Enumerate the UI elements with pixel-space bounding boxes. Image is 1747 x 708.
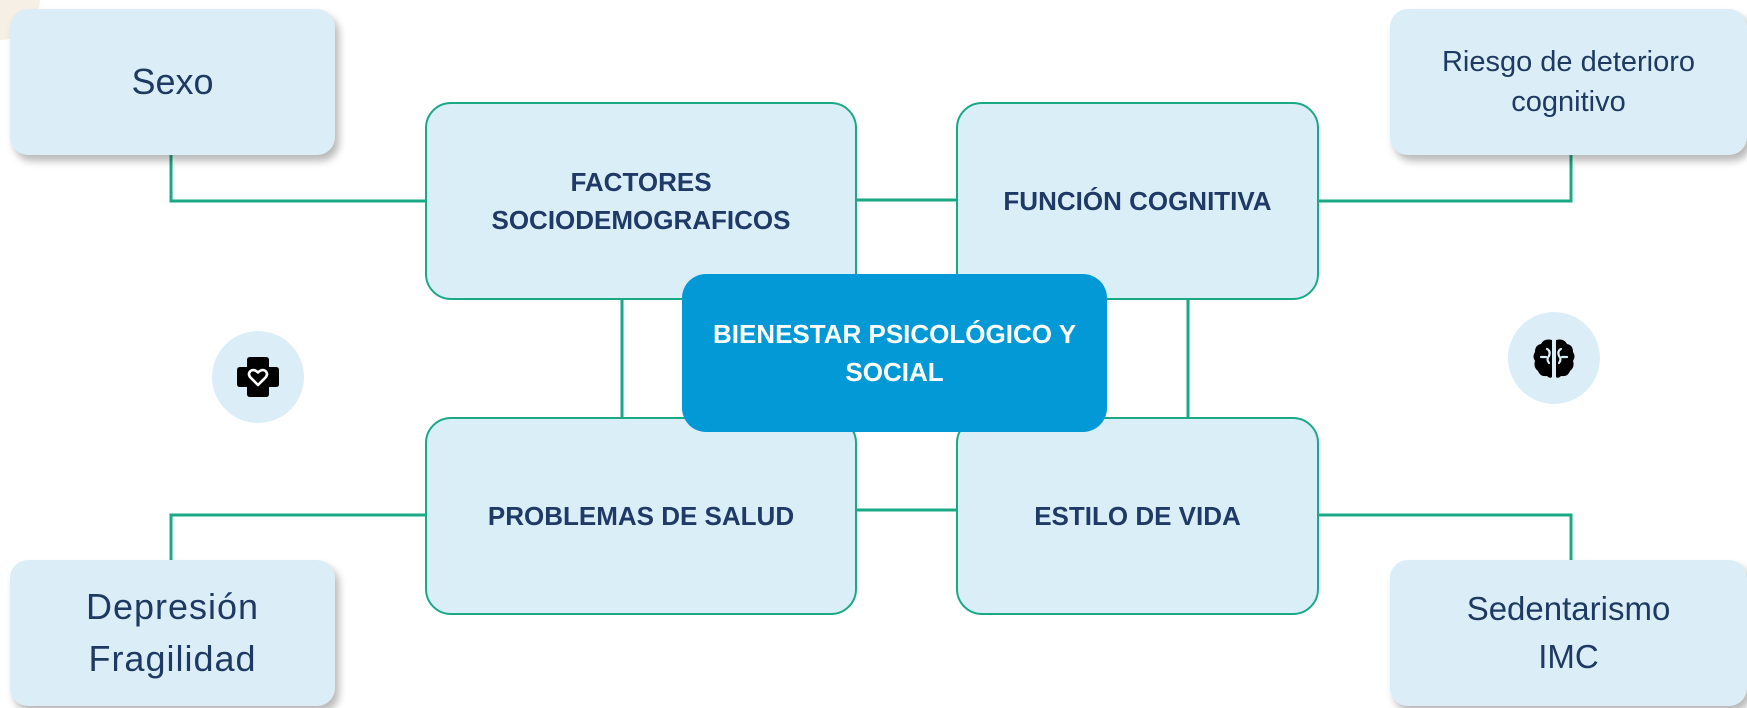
factor-sex-label: Sexo [131, 61, 214, 102]
connector-lifestyle [1319, 513, 1573, 560]
factor-cognitive-risk: Riesgo de deterioro cognitivo [1390, 9, 1747, 155]
medical-icon-badge [212, 331, 304, 423]
brain-icon-badge [1508, 312, 1600, 404]
factor-lifestyle-line1: Sedentarismo [1466, 590, 1671, 627]
category-sociodemographic-line2: SOCIODEMOGRAFICOS [491, 205, 791, 235]
central-node-line2: SOCIAL [845, 357, 944, 387]
category-sociodemographic: FACTORES SOCIODEMOGRAFICOS [425, 102, 857, 300]
factor-cognitive-risk-line1: Riesgo de deterioro [1441, 46, 1696, 78]
category-lifestyle-label: ESTILO DE VIDA [1034, 501, 1241, 531]
factor-health-issues-line2: Fragilidad [88, 638, 257, 679]
central-node-line1: BIENESTAR PSICOLÓGICO Y [712, 319, 1077, 349]
connector-health-issues [169, 513, 425, 560]
factor-health-issues-line1: Depresión [85, 586, 260, 627]
factor-lifestyle: Sedentarismo IMC [1390, 560, 1747, 706]
category-health-problems: PROBLEMAS DE SALUD [425, 417, 857, 615]
brain-icon [1533, 339, 1575, 378]
category-lifestyle: ESTILO DE VIDA [956, 417, 1319, 615]
category-health-problems-label: PROBLEMAS DE SALUD [487, 501, 795, 531]
category-sociodemographic-line1: FACTORES [570, 167, 712, 197]
connector-cognitive-risk [1319, 155, 1573, 203]
factor-lifestyle-line2: IMC [1538, 638, 1599, 675]
category-cognitive-function: FUNCIÓN COGNITIVA [956, 102, 1319, 300]
category-cognitive-function-label: FUNCIÓN COGNITIVA [1003, 186, 1272, 216]
central-node: BIENESTAR PSICOLÓGICO Y SOCIAL [682, 274, 1107, 432]
factor-sex: Sexo [10, 9, 335, 155]
factor-health-issues: Depresión Fragilidad [10, 560, 335, 706]
factor-cognitive-risk-line2: cognitivo [1511, 86, 1626, 118]
medical-cross-heart-icon [237, 357, 279, 397]
connector-sex [169, 155, 425, 203]
